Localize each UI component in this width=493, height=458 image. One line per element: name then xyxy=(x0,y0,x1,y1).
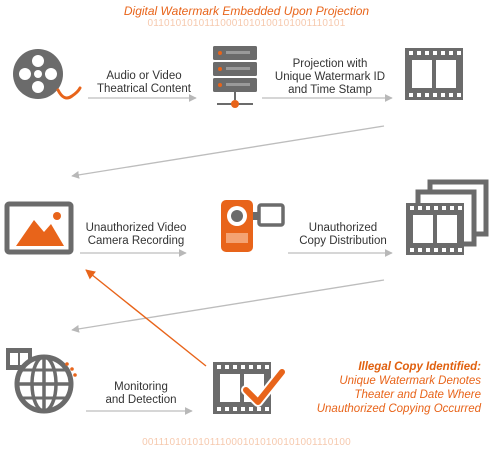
binary-strip-top: 01101010101110001010100101001110101 xyxy=(147,18,346,29)
projection-label-line-2: Unique Watermark ID xyxy=(274,71,386,83)
camera-label-line-2: Camera Recording xyxy=(87,235,185,247)
diagram-title: Digital Watermark Embedded Upon Projecti… xyxy=(123,4,370,18)
globe-network-icon xyxy=(6,348,77,414)
illegal-copy-heading: Illegal Copy Identified: xyxy=(358,361,481,373)
projection-label-line-3: and Time Stamp xyxy=(288,84,372,96)
content-label-line-2: Theatrical Content xyxy=(97,83,191,95)
film-reel-icon xyxy=(13,49,82,100)
illegal-copy-note: Illegal Copy Identified: Unique Watermar… xyxy=(317,360,481,416)
video-camera-icon xyxy=(221,200,285,252)
trace-back-arrow xyxy=(85,269,207,367)
film-strip-icon xyxy=(405,48,463,100)
binary-strip-bottom: 0011101010101110001010100101001110100 xyxy=(142,437,351,448)
arrow-row1-to-row2 xyxy=(71,125,385,179)
illegal-copy-line-2: Theater and Date Where xyxy=(354,389,481,401)
content-label-line-1: Audio or Video xyxy=(106,70,182,82)
distribution-label: Unauthorized Copy Distribution xyxy=(290,222,396,248)
film-copies-icon xyxy=(406,179,489,255)
illegal-copy-line-1: Unique Watermark Denotes xyxy=(339,375,481,387)
camera-label: Unauthorized Video Camera Recording xyxy=(82,222,190,248)
projection-label-line-1: Projection with xyxy=(292,58,368,70)
monitoring-label: Monitoring and Detection xyxy=(90,381,192,407)
monitoring-label-line-2: and Detection xyxy=(105,394,177,406)
picture-screen-icon xyxy=(4,201,74,255)
projection-label: Projection with Unique Watermark ID and … xyxy=(264,58,396,97)
server-icon xyxy=(213,46,257,108)
film-check-icon xyxy=(213,362,287,414)
illegal-copy-line-3: Unauthorized Copying Occurred xyxy=(316,403,481,415)
distribution-label-line-1: Unauthorized xyxy=(308,222,378,234)
arrow-row2-to-row3 xyxy=(71,279,385,333)
camera-label-line-1: Unauthorized Video xyxy=(85,222,187,234)
monitoring-label-line-1: Monitoring xyxy=(114,381,168,393)
distribution-label-line-2: Copy Distribution xyxy=(299,235,387,247)
content-label: Audio or Video Theatrical Content xyxy=(88,70,200,96)
